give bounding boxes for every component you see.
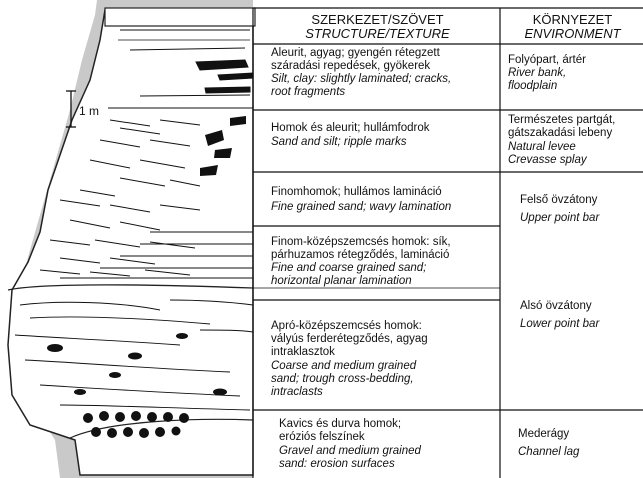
- column-outline: [8, 10, 253, 475]
- column-top: [105, 8, 255, 26]
- row2-env-en-2: Crevasse splay: [508, 154, 587, 167]
- row5-structure-en-3: intraclasts: [271, 386, 323, 399]
- row6-structure-en-2: sand: erosion surfaces: [279, 458, 395, 471]
- row4-structure-en-2: horizontal planar lamination: [271, 275, 412, 288]
- row6-structure-hu-1: Kavics és durva homok;: [279, 418, 401, 431]
- row5-env-hu: Alsó övzátony: [520, 300, 592, 313]
- row5-env-en: Lower point bar: [520, 318, 599, 331]
- row5-structure-hu-1: Apró-középszemcsés homok:: [271, 320, 422, 333]
- scale-label: 1 m: [79, 104, 99, 118]
- row5-structure-hu-2: vályús ferderétegződés, agyag: [271, 333, 428, 346]
- row1-env-hu: Folyópart, ártér: [508, 54, 586, 67]
- row3-structure-en: Fine grained sand; wavy lamination: [271, 201, 451, 214]
- structure-header: SZERKEZET/SZÖVET STRUCTURE/TEXTURE: [255, 13, 500, 41]
- row6-env-en: Channel lag: [518, 446, 579, 459]
- row6-structure-hu-2: eróziós felszínek: [279, 431, 365, 444]
- structure-header-hu: SZERKEZET/SZÖVET: [311, 12, 443, 27]
- row6-structure-en-1: Gravel and medium grained: [279, 445, 421, 458]
- row2-env-hu-1: Természetes partgát,: [508, 114, 615, 127]
- environment-header: KÖRNYEZET ENVIRONMENT: [502, 13, 643, 41]
- row2-env-en-1: Natural levee: [508, 141, 576, 154]
- row2-structure-en: Sand and silt; ripple marks: [271, 136, 407, 149]
- environment-header-en: ENVIRONMENT: [502, 27, 643, 41]
- row1-structure-en-1: Silt, clay: slightly laminated; cracks,: [271, 73, 451, 86]
- row4-structure-en-1: Fine and coarse grained sand;: [271, 262, 426, 275]
- row4-structure-hu-2: párhuzamos rétegződés, lamináció: [271, 249, 449, 262]
- row2-structure-hu: Homok és aleurit; hullámfodrok: [271, 122, 430, 135]
- row5-structure-hu-3: intraklasztok: [271, 346, 335, 359]
- row6-env-hu: Mederágy: [518, 428, 569, 441]
- row1-env-en-1: River bank,: [508, 67, 566, 80]
- row3-structure-hu: Finomhomok; hullámos lamináció: [271, 186, 442, 199]
- row3-env-hu: Felső övzátony: [520, 194, 597, 207]
- environment-header-hu: KÖRNYEZET: [533, 12, 612, 27]
- row1-structure-hu-2: száradási repedések, gyökerek: [271, 60, 430, 73]
- row5-structure-en-1: Coarse and medium grained: [271, 360, 416, 373]
- row1-env-en-2: floodplain: [508, 80, 557, 93]
- row5-structure-en-2: sand; trough cross-bedding,: [271, 373, 414, 386]
- row3-env-en: Upper point bar: [520, 212, 599, 225]
- structure-header-en: STRUCTURE/TEXTURE: [255, 27, 500, 41]
- row1-structure-hu-1: Aleurit, agyag; gyengén rétegzett: [271, 47, 440, 60]
- row1-structure-en-2: root fragments: [271, 86, 345, 99]
- row2-env-hu-2: gátszakadási lebeny: [508, 127, 612, 140]
- row4-structure-hu-1: Finom-középszemcsés homok: sík,: [271, 236, 451, 249]
